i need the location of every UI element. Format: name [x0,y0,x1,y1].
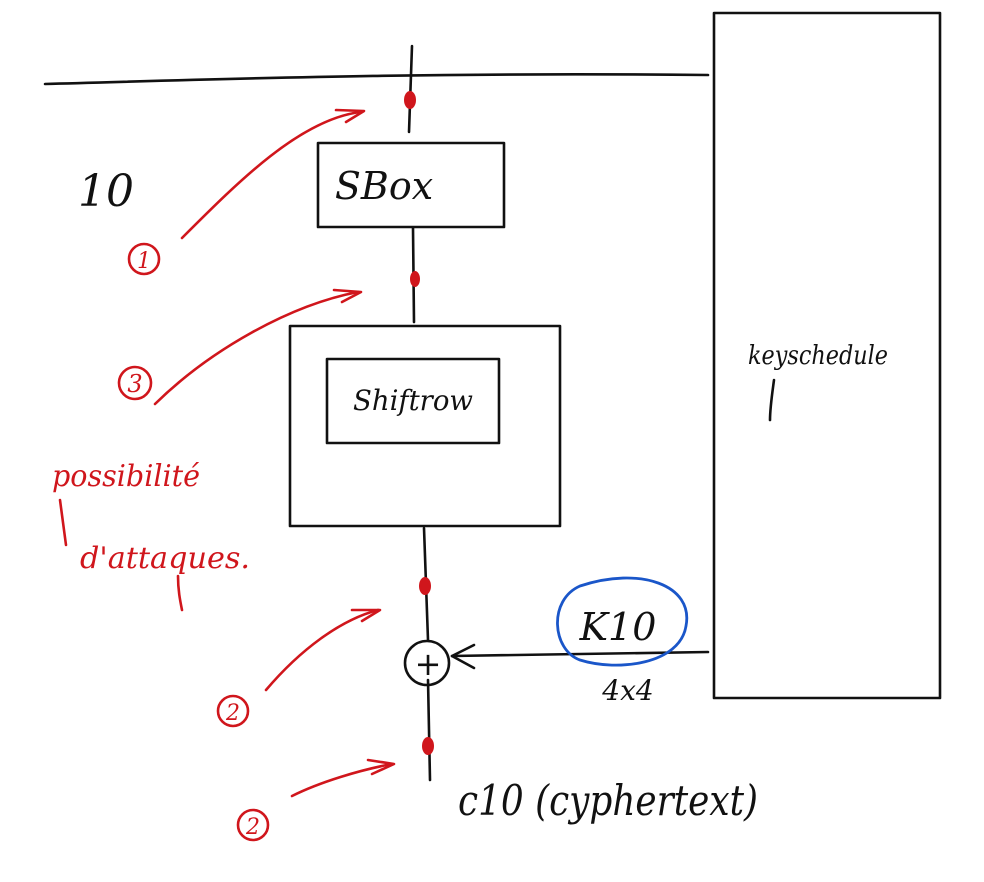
keyschedule-block [712,11,942,700]
annotation-arrow-2b-head [366,758,396,776]
round-key-label: K10 [579,605,657,649]
marker-2b-label: 2 [245,815,260,840]
attack-note-stroke-1 [58,498,68,547]
marker-circle-2a [216,694,250,728]
annotation-arrow-1-head [334,108,366,124]
annotation-arrow-1 [180,110,362,240]
round-number: 10 [78,166,134,217]
round-key-highlight [556,576,689,667]
round-key-arrowhead [450,643,476,670]
annotation-arrow-3 [153,290,360,406]
annotation-arrow-2b [290,762,394,798]
attack-note-stroke-2 [176,574,184,612]
probe-dot-xor-input [419,577,431,595]
attack-note-line-1: possibilité [52,459,200,494]
marker-circle-3 [117,365,153,401]
round-key-size: 4x4 [601,674,653,707]
data-path-xor-output [426,678,432,782]
shiftrow-inner-block [325,357,501,445]
keyschedule-underline-stroke [768,378,776,422]
round-separator-line [43,73,710,86]
attack-note-line-2: d'attaques. [80,541,250,576]
shiftrow-label: Shiftrow [353,384,473,417]
marker-3-label: 3 [127,370,142,398]
probe-dot-ciphertext [422,737,434,755]
marker-circle-1 [127,242,161,276]
annotation-arrow-2a [264,608,380,692]
probe-dot-sbox-input [404,91,416,109]
annotation-arrow-2a-head [350,608,382,623]
marker-1-label: 1 [137,249,151,274]
annotation-arrow-3-head [332,288,363,304]
ciphertext-label: c10 (cyphertext) [458,776,758,825]
shiftrow-outer-block [288,324,562,528]
probe-dot-sbox-output [410,271,420,287]
marker-2a-label: 2 [225,701,240,726]
sbox-block [316,141,506,229]
data-path-top [407,44,414,134]
xor-circle [403,639,451,687]
marker-circle-2b [236,808,270,842]
xor-symbol: + [415,645,442,683]
sbox-label: SBox [335,164,433,208]
keyschedule-label: keyschedule [748,341,888,371]
